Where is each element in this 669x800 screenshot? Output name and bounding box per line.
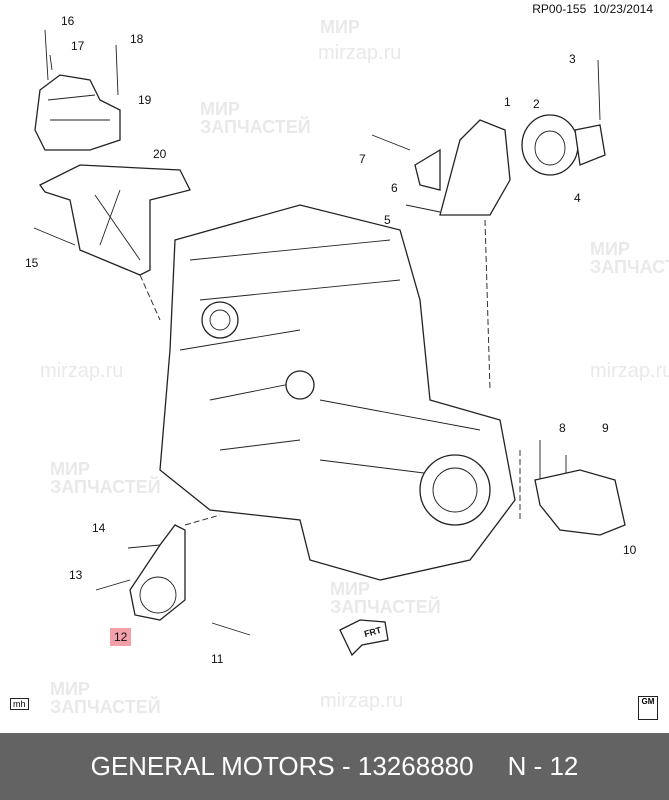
callout-20[interactable]: 20 <box>153 147 167 161</box>
footer-bar: GENERAL MOTORS - 13268880 N - 12 <box>0 733 669 800</box>
watermark: МИР <box>320 17 360 37</box>
callout-17[interactable]: 17 <box>71 39 85 53</box>
watermark-url: mirzap.ru <box>40 360 124 382</box>
footer-title: GENERAL MOTORS - 13268880 <box>90 751 474 781</box>
part-1 <box>439 119 511 216</box>
diagram-code: RP00-155 <box>532 2 587 16</box>
callout-12-highlighted[interactable]: 12 <box>110 628 132 646</box>
callout-15[interactable]: 15 <box>25 256 39 270</box>
callout-18[interactable]: 18 <box>130 32 144 46</box>
callout-3[interactable]: 3 <box>569 52 576 66</box>
front-direction-arrow <box>339 619 389 657</box>
part-20 <box>39 164 191 276</box>
callout-14[interactable]: 14 <box>92 521 106 535</box>
callout-10[interactable]: 10 <box>623 543 637 557</box>
diagram-date: 10/23/2014 <box>592 2 653 16</box>
part-19 <box>34 74 121 151</box>
watermark-url: mirzap.ru <box>590 360 669 382</box>
callout-4[interactable]: 4 <box>574 191 581 205</box>
gm-logo: GM <box>638 696 658 720</box>
callout-9[interactable]: 9 <box>602 421 609 435</box>
watermark-url: mirzap.ru <box>320 690 404 712</box>
diagram-header: RP00-155 10/23/2014 <box>532 2 653 16</box>
callout-11[interactable]: 11 <box>211 652 224 666</box>
part-6 <box>414 148 441 191</box>
part-number: 13268880 <box>357 751 474 781</box>
mh-badge: mh <box>10 698 29 710</box>
callout-8[interactable]: 8 <box>559 421 566 435</box>
callout-13[interactable]: 13 <box>69 568 83 582</box>
watermark-url: mirzap.ru <box>318 42 402 64</box>
callout-6[interactable]: 6 <box>391 181 398 195</box>
callout-2[interactable]: 2 <box>533 97 540 111</box>
part-2 <box>521 114 579 176</box>
callout-7[interactable]: 7 <box>359 152 366 166</box>
callout-19[interactable]: 19 <box>138 93 152 107</box>
part-10 <box>534 469 626 536</box>
engine-mount-drawing <box>33 29 626 657</box>
callout-16[interactable]: 16 <box>61 14 75 28</box>
footer-position: N - 12 <box>507 751 579 781</box>
part-12 <box>129 524 186 621</box>
callout-5[interactable]: 5 <box>384 213 391 227</box>
callout-1[interactable]: 1 <box>504 95 511 109</box>
